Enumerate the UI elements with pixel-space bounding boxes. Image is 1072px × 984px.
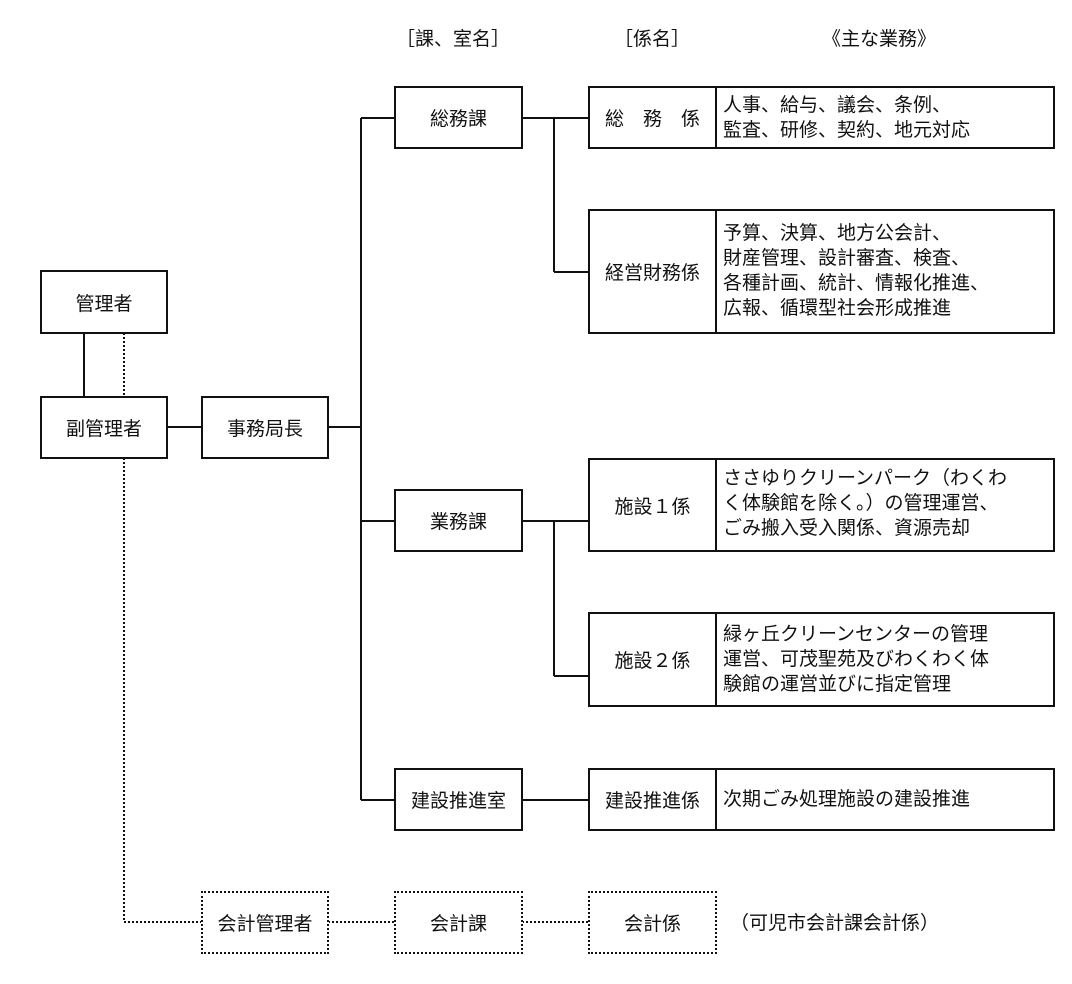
section-general-affairs: 総務課 <box>394 86 523 149</box>
section-accounting: 会計課 <box>394 891 523 954</box>
duties-facility-1: ささゆりクリーンパーク（わくわ く体験館を除く。）の管理運営、 ごみ搬入受入関係… <box>715 458 1055 552</box>
duties-general-affairs: 人事、給与、議会、条例、 監査、研修、契約、地元対応 <box>715 86 1055 149</box>
unit-construction: 建設推進係 <box>588 768 717 831</box>
header-main-duties: 《主な業務》 <box>822 28 937 50</box>
administrator-box: 管理者 <box>40 270 168 334</box>
duties-facility-2: 緑ヶ丘クリーンセンターの管理 運営、可茂聖苑及びわくわく体 験館の運営並びに指定… <box>715 612 1055 707</box>
unit-finance: 経営財務係 <box>588 209 717 334</box>
unit-facility-1: 施設１係 <box>588 458 717 552</box>
header-unit-names: ［係名］ <box>614 28 691 50</box>
duties-construction: 次期ごみ処理施設の建設推進 <box>715 768 1055 831</box>
duties-finance: 予算、決算、地方公会計、 財産管理、設計審査、検査、 各種計画、統計、情報化推進… <box>715 209 1055 334</box>
unit-accounting: 会計係 <box>588 891 717 954</box>
section-operations: 業務課 <box>394 489 523 552</box>
section-construction-office: 建設推進室 <box>394 768 523 831</box>
unit-facility-2: 施設２係 <box>588 612 717 707</box>
header-section-names: ［課、室名］ <box>396 28 511 50</box>
unit-general-affairs: 総 務 係 <box>588 86 717 149</box>
vice-administrator-box: 副管理者 <box>40 396 168 459</box>
secretary-general-box: 事務局長 <box>201 396 329 459</box>
accounting-unit-note: （可児市会計課会計係） <box>730 912 940 934</box>
accounting-manager-box: 会計管理者 <box>201 891 329 954</box>
